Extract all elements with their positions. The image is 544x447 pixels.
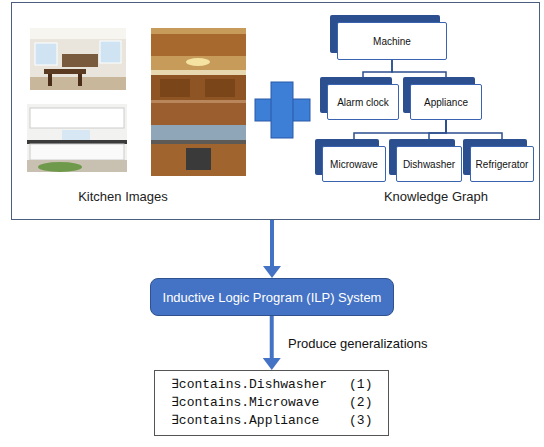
node-text: Microwave: [330, 159, 378, 170]
concept-box: Appliance: [410, 84, 482, 120]
edge-label: Produce generalizations: [286, 336, 429, 351]
photo-wall: [30, 28, 126, 90]
photo-lower-cabinets: [151, 75, 246, 100]
photo-lower-cabinets: [30, 144, 124, 160]
node-text: Alarm clock: [337, 97, 389, 108]
hierarchy-link: [363, 60, 392, 84]
connector-line: [354, 120, 446, 146]
photo-light: [186, 58, 210, 66]
photo-counter: [62, 54, 98, 67]
plus-bar: [255, 99, 310, 121]
hierarchy-link: [446, 120, 502, 146]
formula-number: (2): [349, 395, 372, 411]
photo-upper-cabinets: [151, 34, 246, 56]
photo-oven: [186, 148, 211, 170]
concept-box: Alarm clock: [327, 84, 399, 120]
connector-line: [363, 60, 392, 84]
photo-upper-cabinets: [151, 103, 246, 125]
photo-rug: [38, 162, 82, 172]
concept-box: Microwave: [322, 146, 386, 182]
arrowhead: [263, 266, 281, 278]
plus-bar: [271, 82, 293, 138]
connector-line: [270, 220, 274, 267]
node-text: Inductive Logic Program (ILP) System: [163, 290, 382, 305]
photo-chair: [78, 74, 82, 86]
hierarchy-link: [392, 60, 446, 84]
node-text: Refrigerator: [476, 159, 529, 170]
photo-lower-cabinets: [151, 144, 246, 176]
plus-center: [272, 100, 292, 120]
connector-line: [270, 316, 274, 359]
flow-arrow: [263, 220, 281, 278]
photo-backsplash: [151, 125, 246, 140]
group-label: Knowledge Graph: [336, 189, 536, 204]
photo-wall: [27, 104, 127, 172]
arrowhead: [263, 358, 281, 370]
kitchen-photo: [27, 104, 127, 172]
photo-upper-cabinets: [30, 108, 124, 128]
concept-box: Refrigerator: [470, 146, 534, 182]
photo-counter: [151, 140, 246, 144]
formula: ∃contains.Appliance: [171, 413, 327, 429]
hierarchy-link: [429, 120, 446, 146]
plus-symbol: [255, 82, 310, 138]
photo-ceiling: [30, 28, 126, 39]
process-box: Inductive Logic Program (ILP) System: [150, 278, 394, 316]
photo-cabinet-door: [205, 79, 235, 97]
connector-line: [392, 60, 446, 84]
flow-arrow: [263, 316, 281, 370]
node-text: Appliance: [424, 97, 468, 108]
photo-window: [62, 130, 90, 140]
connector-line: [446, 120, 502, 146]
formula-number: (3): [349, 413, 372, 429]
kitchen-photo: [151, 28, 246, 100]
photo-window: [100, 41, 121, 63]
photo-wall: [151, 28, 246, 100]
node-text: Machine: [373, 36, 411, 47]
photo-wall: [151, 100, 246, 176]
concept-box: Dishwasher: [396, 146, 462, 182]
photo-floor: [27, 160, 127, 172]
formula-number: (1): [349, 377, 372, 393]
kitchen-photo: [30, 28, 126, 90]
photo-cabinet-door: [160, 79, 190, 97]
concept-box: Machine: [337, 22, 447, 60]
formula: ∃contains.Dishwasher: [171, 377, 327, 393]
photo-counter: [151, 70, 246, 75]
result-box: ∃contains.Dishwasher (1) ∃contains.Microwa…: [154, 370, 389, 436]
connector-line: [429, 120, 446, 146]
formula: ∃contains.Microwave: [171, 395, 327, 411]
node-text: Dishwasher: [403, 159, 455, 170]
photo-window: [35, 43, 57, 65]
group-label: Kitchen Images: [23, 189, 223, 204]
kitchen-photo: [151, 100, 246, 176]
photo-chair: [48, 74, 52, 86]
photo-table: [44, 69, 86, 74]
input-panel: MachineAlarm clock ApplianceMicrowave Dish…: [11, 2, 540, 220]
hierarchy-link: [354, 120, 446, 146]
photo-counter: [27, 140, 127, 144]
